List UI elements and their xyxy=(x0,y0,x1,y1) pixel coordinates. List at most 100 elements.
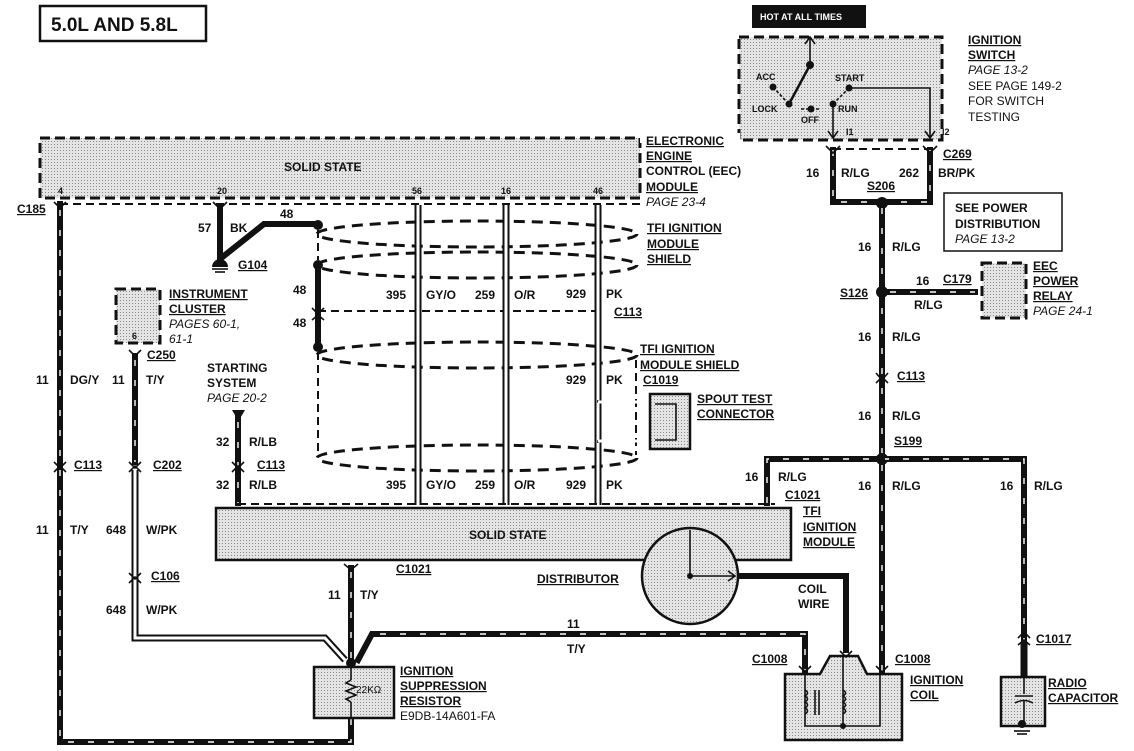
svg-text:R/LG: R/LG xyxy=(892,409,921,423)
svg-text:GY/O: GY/O xyxy=(426,288,456,302)
ignition-switch: ACC LOCK OFF RUN START I1 I2 IGNITION SW… xyxy=(737,33,1062,142)
svg-text:FOR SWITCH: FOR SWITCH xyxy=(968,94,1044,108)
diagram-title: 5.0L AND 5.8L xyxy=(51,15,178,36)
svg-text:POWER: POWER xyxy=(1033,274,1079,288)
dgy-wire-loop: C185 11 DG/Y C113 11 T/Y xyxy=(17,201,640,745)
svg-text:T/Y: T/Y xyxy=(70,523,89,537)
radio-capacitor: RADIO CAPACITOR xyxy=(999,675,1119,735)
svg-text:R/LG: R/LG xyxy=(892,479,921,493)
terminal-i2: I2 xyxy=(942,127,950,137)
svg-text:STARTING: STARTING xyxy=(207,361,267,375)
svg-text:R/LG: R/LG xyxy=(914,298,943,312)
svg-text:E9DB-14A601-FA: E9DB-14A601-FA xyxy=(400,709,495,723)
svg-text:SUPPRESSION: SUPPRESSION xyxy=(400,679,487,693)
splice-s199: S199 xyxy=(894,434,922,448)
svg-text:CAPACITOR: CAPACITOR xyxy=(1048,691,1119,705)
svg-text:SYSTEM: SYSTEM xyxy=(207,376,256,390)
svg-text:SPOUT TEST: SPOUT TEST xyxy=(697,392,773,406)
svg-text:16: 16 xyxy=(858,409,872,423)
svg-text:WIRE: WIRE xyxy=(798,597,829,611)
splice-s126: S126 xyxy=(840,286,868,300)
instrument-cluster: 6 INSTRUMENT CLUSTER PAGES 60-1, 61-1 C2… xyxy=(106,287,348,663)
connector-c113-starting: C113 xyxy=(257,458,285,472)
ground-wire-g104: 57 BK 48 G104 xyxy=(198,201,319,273)
eec-pin-16: 16 xyxy=(501,186,511,196)
switch-pos-lock: LOCK xyxy=(752,104,778,114)
svg-text:11: 11 xyxy=(567,617,580,631)
svg-text:EEC: EEC xyxy=(1033,259,1058,273)
svg-text:T/Y: T/Y xyxy=(146,373,165,387)
svg-text:259: 259 xyxy=(475,288,495,302)
svg-text:ELECTRONIC: ELECTRONIC xyxy=(646,134,724,148)
connector-c1017: C1017 xyxy=(1036,632,1072,646)
svg-text:RELAY: RELAY xyxy=(1033,289,1073,303)
svg-text:48: 48 xyxy=(280,207,294,221)
svg-text:395: 395 xyxy=(386,478,406,492)
svg-text:CONTROL (EEC): CONTROL (EEC) xyxy=(646,164,741,178)
svg-text:SHIELD: SHIELD xyxy=(647,252,691,266)
switch-pos-acc: ACC xyxy=(756,72,776,82)
svg-text:48: 48 xyxy=(293,316,307,330)
svg-text:PAGE 20-2: PAGE 20-2 xyxy=(207,391,267,405)
svg-text:16: 16 xyxy=(858,479,872,493)
svg-text:PAGE 13-2: PAGE 13-2 xyxy=(968,63,1028,77)
svg-text:PK: PK xyxy=(606,287,623,301)
svg-text:DG/Y: DG/Y xyxy=(70,373,99,387)
svg-text:16: 16 xyxy=(858,240,872,254)
svg-text:COIL: COIL xyxy=(910,688,939,702)
connector-c269: C269 xyxy=(943,147,972,161)
svg-text:32: 32 xyxy=(216,478,230,492)
svg-text:259: 259 xyxy=(475,478,495,492)
svg-text:SWITCH: SWITCH xyxy=(968,48,1015,62)
svg-text:TFI IGNITION: TFI IGNITION xyxy=(640,342,715,356)
svg-text:16: 16 xyxy=(916,274,930,288)
connector-c185: C185 xyxy=(17,202,46,216)
svg-text:MODULE: MODULE xyxy=(646,180,698,194)
svg-text:PAGE 13-2: PAGE 13-2 xyxy=(955,232,1015,246)
svg-text:TESTING: TESTING xyxy=(968,110,1020,124)
svg-text:O/R: O/R xyxy=(514,478,536,492)
ignition-suppression-resistor: 22KΩ IGNITION SUPPRESSION RESISTOR E9DB-… xyxy=(312,658,495,723)
rlg-main-feed: 16 R/LG S126 16 R/LG C179 16 R/LG C113 1… xyxy=(840,200,978,465)
connector-c113-middle: C113 xyxy=(614,305,642,319)
svg-text:32: 32 xyxy=(216,435,230,449)
shielded-signal-wires: 395 GY/O 259 O/R 929 PK C113 929 PK 395 … xyxy=(386,205,646,505)
svg-text:RESISTOR: RESISTOR xyxy=(400,694,461,708)
svg-text:61-1: 61-1 xyxy=(169,332,193,346)
svg-text:929: 929 xyxy=(566,287,586,301)
switch-pos-start: START xyxy=(835,73,865,83)
svg-text:MODULE: MODULE xyxy=(803,535,855,549)
title-box: 5.0L AND 5.8L xyxy=(38,4,208,43)
svg-text:16: 16 xyxy=(858,330,872,344)
svg-text:PK: PK xyxy=(606,478,623,492)
ground-g104: G104 xyxy=(238,258,268,272)
eec-pin-56: 56 xyxy=(412,186,422,196)
svg-text:R/LG: R/LG xyxy=(892,330,921,344)
starting-system: STARTING SYSTEM PAGE 20-2 32 R/LB C113 3… xyxy=(207,361,285,506)
svg-text:MODULE SHIELD: MODULE SHIELD xyxy=(640,358,740,372)
svg-text:IGNITION: IGNITION xyxy=(400,664,453,678)
switch-pos-off: OFF xyxy=(801,115,819,125)
svg-text:CONNECTOR: CONNECTOR xyxy=(697,407,774,421)
svg-text:11: 11 xyxy=(112,373,125,387)
connector-c1021-right: C1021 xyxy=(785,488,821,502)
svg-text:648: 648 xyxy=(106,523,126,537)
svg-text:COIL: COIL xyxy=(798,582,827,596)
svg-text:57: 57 xyxy=(198,221,212,235)
svg-text:IGNITION: IGNITION xyxy=(910,673,963,687)
ty-resistor-wires: C1021 11 T/Y 11 T/Y xyxy=(328,562,808,673)
svg-text:6: 6 xyxy=(132,331,137,341)
svg-text:11: 11 xyxy=(36,523,49,537)
svg-text:TFI: TFI xyxy=(803,504,821,518)
svg-text:648: 648 xyxy=(106,603,126,617)
connector-c106: C106 xyxy=(151,569,180,583)
connector-c1008-right: C1008 xyxy=(895,652,931,666)
eec-pin-46: 46 xyxy=(593,186,603,196)
power-distribution-note: SEE POWER DISTRIBUTION PAGE 13-2 xyxy=(943,192,1063,252)
svg-text:929: 929 xyxy=(566,478,586,492)
eec-pin-4: 4 xyxy=(58,186,63,196)
svg-text:IGNITION: IGNITION xyxy=(803,520,856,534)
svg-text:395: 395 xyxy=(386,288,406,302)
svg-text:T/Y: T/Y xyxy=(567,642,586,656)
